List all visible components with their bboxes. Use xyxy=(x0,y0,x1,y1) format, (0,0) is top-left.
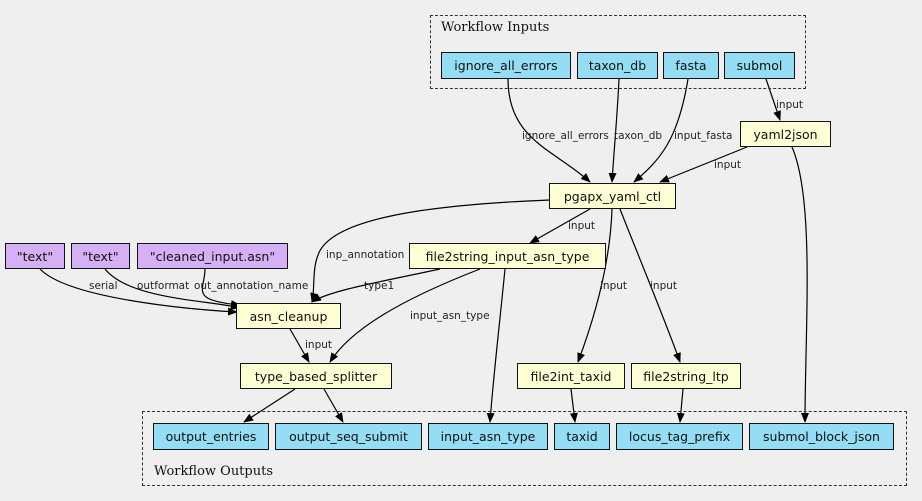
label-submol-yaml2json: input xyxy=(776,99,803,111)
workflow-inputs-label: Workflow Inputs xyxy=(441,20,550,35)
edge-tbs-outentries xyxy=(243,388,296,423)
output-node-taxid[interactable]: taxid xyxy=(554,423,610,450)
output-node-output-seq-submit[interactable]: output_seq_submit xyxy=(275,423,422,450)
edge-submol-yaml2json xyxy=(765,78,781,121)
step-node-file2string-input-asn-type[interactable]: file2string_input_asn_type xyxy=(409,243,606,269)
const-node-text-serial[interactable]: "text" xyxy=(5,243,65,269)
label-f2s-tbs: input_asn_type xyxy=(410,310,490,322)
edge-pgapx-taxid xyxy=(577,208,613,363)
edge-cleaned-asn xyxy=(201,268,241,309)
edge-pgapx-ltp xyxy=(619,208,681,363)
input-node-submol[interactable]: submol xyxy=(724,52,795,79)
label-pgapx-taxid: input xyxy=(600,280,627,292)
step-node-type-based-splitter[interactable]: type_based_splitter xyxy=(240,363,392,389)
edge-taxid-out xyxy=(569,388,578,423)
edge-ignore-pgapx xyxy=(507,78,591,183)
workflow-inputs-cluster: Workflow Inputs xyxy=(430,15,806,89)
edge-yaml2json-submolblock xyxy=(791,146,810,423)
edge-pgapx-f2s xyxy=(529,208,591,244)
edge-f2s-tbs xyxy=(329,268,481,363)
label-pgapx-asn: inp_annotation xyxy=(326,249,404,261)
workflow-outputs-cluster: Workflow Outputs xyxy=(142,411,907,486)
output-node-input-asn-type[interactable]: input_asn_type xyxy=(428,423,548,450)
edge-fasta-pgapx xyxy=(633,78,689,183)
label-cleaned-asn: out_annotation_name xyxy=(194,280,308,292)
edge-taxondb-pgapx xyxy=(608,78,620,183)
workflow-outputs-label: Workflow Outputs xyxy=(154,464,273,479)
label-pgapx-ltp: input xyxy=(650,280,677,292)
edge-text2-asn xyxy=(104,268,241,310)
const-node-text-outformat[interactable]: "text" xyxy=(71,243,130,269)
step-node-file2int-taxid[interactable]: file2int_taxid xyxy=(517,363,625,389)
output-node-output-entries[interactable]: output_entries xyxy=(153,423,269,450)
edge-yaml2json-pgapx xyxy=(659,146,748,183)
edge-f2s-asn xyxy=(311,268,441,303)
edge-f2s-inputasn xyxy=(486,268,506,423)
edge-text1-asn xyxy=(39,268,238,316)
input-node-fasta[interactable]: fasta xyxy=(663,52,719,79)
edge-pgapx-asn xyxy=(310,199,551,303)
edge-tbs-outseq xyxy=(323,388,344,423)
label-ignore-pgapx: ignore_all_errors xyxy=(522,130,609,142)
const-node-cleaned-input[interactable]: "cleaned_input.asn" xyxy=(137,243,288,269)
edge-ltp-out xyxy=(676,388,685,423)
step-node-file2string-ltp[interactable]: file2string_ltp xyxy=(631,363,741,389)
step-node-asn-cleanup[interactable]: asn_cleanup xyxy=(236,303,341,329)
label-text2-asn: outformat xyxy=(137,280,189,292)
label-yaml2json-pgapx: input xyxy=(714,159,741,171)
input-node-ignore-all-errors[interactable]: ignore_all_errors xyxy=(441,52,571,79)
input-node-taxon-db[interactable]: taxon_db xyxy=(577,52,658,79)
label-text1-asn: serial xyxy=(89,280,118,292)
label-asn-tbs: input xyxy=(305,339,332,351)
label-taxondb-pgapx: taxon_db xyxy=(614,130,662,142)
label-fasta-pgapx: input_fasta xyxy=(674,130,732,142)
label-f2s-asn: type1 xyxy=(364,280,394,292)
edge-asn-tbs xyxy=(289,328,310,363)
step-node-yaml2json[interactable]: yaml2json xyxy=(740,121,831,147)
output-node-locus-tag-prefix[interactable]: locus_tag_prefix xyxy=(616,423,743,450)
step-node-pgapx-yaml-ctl[interactable]: pgapx_yaml_ctl xyxy=(549,183,676,209)
output-node-submol-block-json[interactable]: submol_block_json xyxy=(749,423,894,450)
label-pgapx-f2s: input xyxy=(568,220,595,232)
